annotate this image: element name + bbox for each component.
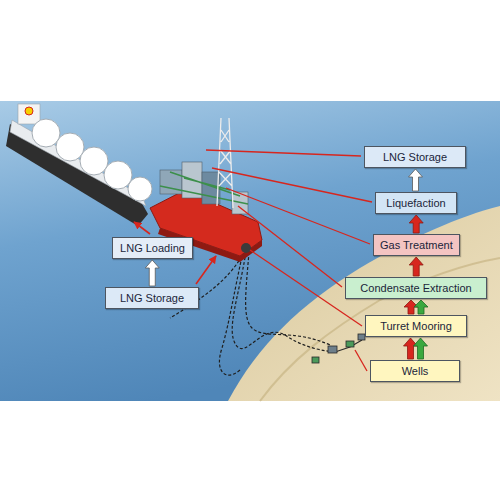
subsea-well [312, 357, 319, 363]
box-label: LNG Storage [383, 150, 447, 164]
box-label: Liquefaction [386, 196, 445, 210]
box-label: LNG Loading [120, 241, 185, 255]
process-box: LNG Loading [112, 237, 193, 259]
flare-tower [217, 118, 233, 208]
process-box: Liquefaction [375, 192, 457, 214]
box-label: LNG Storage [120, 291, 184, 305]
leader-line [212, 168, 372, 202]
process-box: Turret Mooring [365, 315, 467, 337]
turret [241, 243, 251, 253]
riser-line [246, 252, 330, 345]
flow-arrow [414, 338, 428, 359]
lng-sphere [56, 133, 84, 161]
box-label: Gas Treatment [380, 238, 453, 252]
riser-line [232, 252, 335, 352]
lng-sphere [128, 177, 152, 201]
flow-arrow [404, 338, 418, 359]
pointer-arrow [134, 222, 150, 234]
seabed-shallows [228, 206, 500, 401]
flowline [335, 340, 362, 352]
lng-sphere [32, 119, 60, 147]
flow-arrow [409, 215, 423, 233]
source-box: Wells [370, 360, 460, 382]
shell-logo [25, 107, 33, 115]
leader-line [238, 206, 342, 287]
storage-box: LNG Storage [105, 287, 199, 309]
flow-arrow [414, 300, 428, 314]
leader-line [206, 150, 361, 156]
leader-line [355, 350, 367, 371]
sea-background [0, 101, 500, 401]
subsea-well [328, 346, 337, 353]
flow-arrow [409, 169, 423, 191]
box-label: Condensate Extraction [360, 281, 471, 295]
topside-piping [160, 172, 248, 204]
subsea-well [358, 334, 365, 340]
subsea-well [346, 341, 354, 347]
leader-line [226, 188, 370, 244]
storage-box: LNG Storage [364, 146, 466, 168]
carrier-deckhouse [18, 104, 40, 124]
pointer-arrow [196, 256, 216, 284]
box-label: Turret Mooring [380, 319, 452, 333]
flow-arrow [145, 260, 159, 286]
carrier-deck [10, 120, 146, 206]
process-box: Condensate Extraction [345, 277, 487, 299]
flow-arrow [409, 257, 423, 276]
process-box: Gas Treatment [373, 234, 460, 256]
box-label: Wells [402, 364, 429, 378]
seabed-ridge [260, 258, 500, 401]
lng-sphere [104, 161, 132, 189]
lng-sphere [80, 147, 108, 175]
